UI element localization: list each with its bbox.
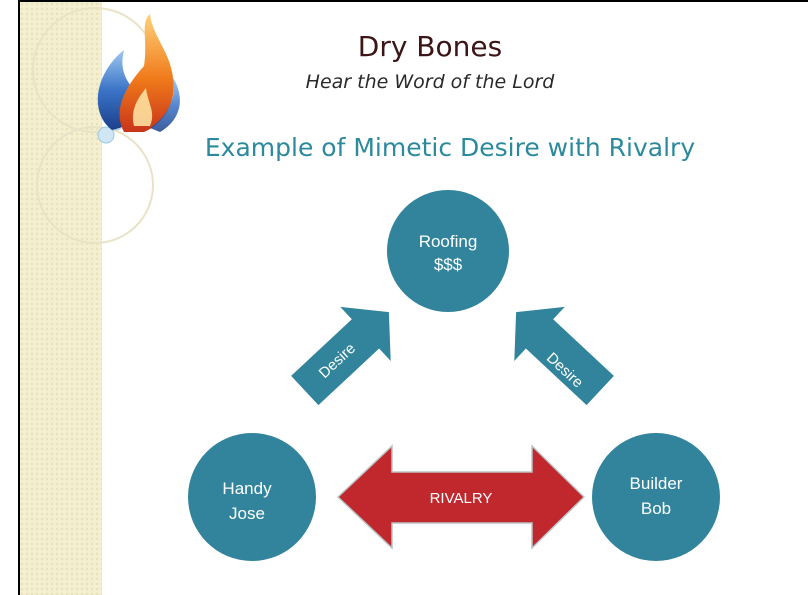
slide-subtitle: Hear the Word of the Lord (280, 71, 580, 93)
node-handy-jose-line2: Jose (229, 504, 265, 523)
node-roofing: Roofing $$$ (387, 190, 509, 312)
node-handy-jose-line1: Handy (222, 479, 272, 498)
node-roofing-line1: Roofing (419, 232, 478, 251)
diagram-heading: Example of Mimetic Desire with Rivalry (150, 133, 750, 162)
desire-arrow-left: Desire (280, 285, 415, 418)
desire-arrow-right (491, 285, 626, 418)
node-handy-jose: Handy Jose (188, 433, 316, 561)
node-builder-bob: Builder Bob (592, 433, 720, 561)
rivalry-arrow: RIVALRY (338, 446, 584, 548)
node-builder-bob-line2: Bob (641, 499, 671, 518)
slide-title: Dry Bones (330, 30, 530, 63)
node-builder-bob-line1: Builder (630, 474, 683, 493)
flame-logo-icon (98, 14, 180, 132)
rivalry-label: RIVALRY (430, 490, 493, 507)
node-roofing-line2: $$$ (434, 255, 463, 274)
